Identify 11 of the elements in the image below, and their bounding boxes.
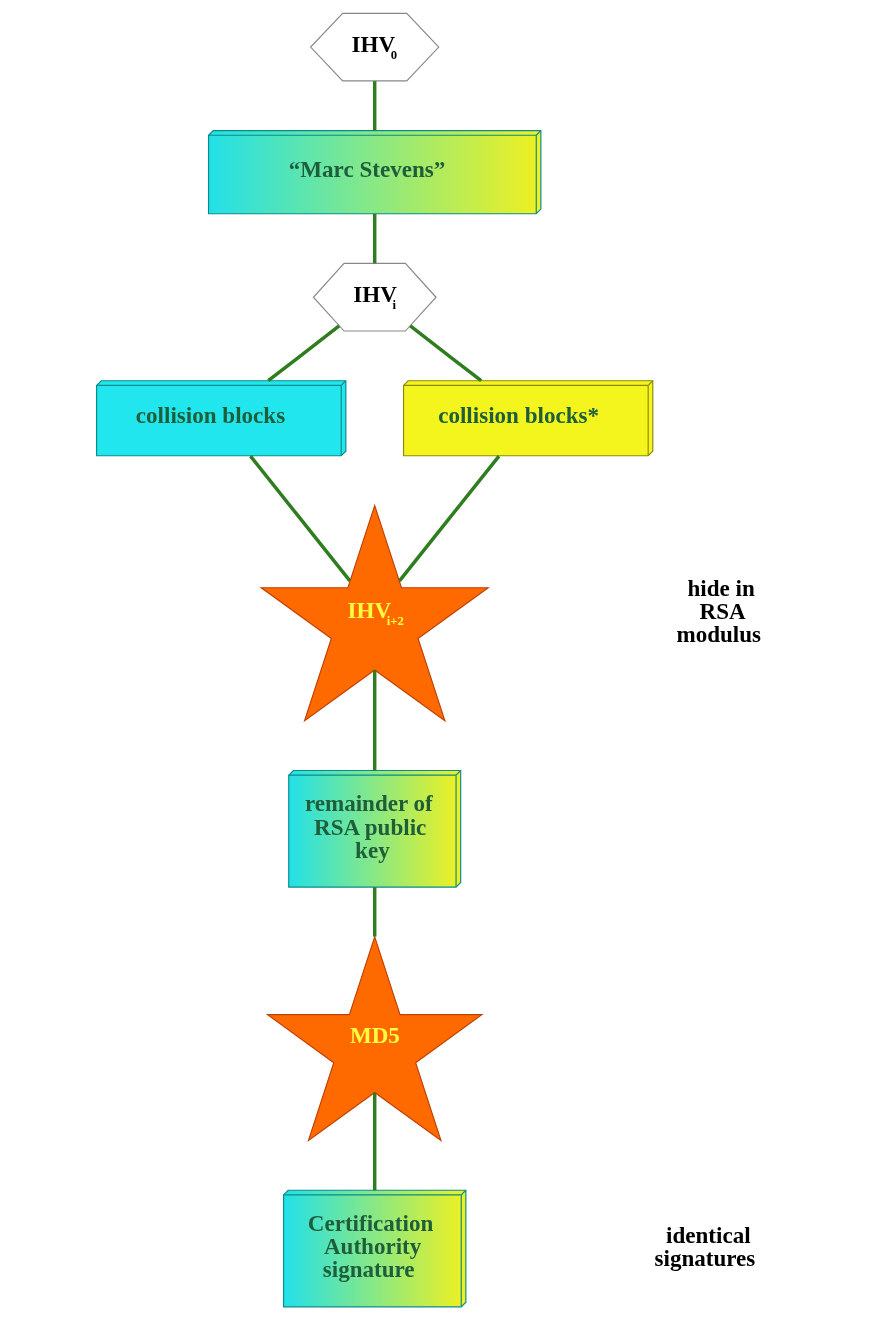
connector xyxy=(398,455,501,582)
connector xyxy=(249,455,352,582)
label: identical signatures xyxy=(654,1221,756,1271)
connector xyxy=(409,324,483,383)
label: hide in RSA modulus xyxy=(676,574,762,647)
connector xyxy=(372,887,377,937)
connector xyxy=(267,324,341,383)
connector xyxy=(372,1092,377,1191)
connector xyxy=(372,81,377,131)
connector xyxy=(372,670,377,771)
connector xyxy=(372,213,377,264)
